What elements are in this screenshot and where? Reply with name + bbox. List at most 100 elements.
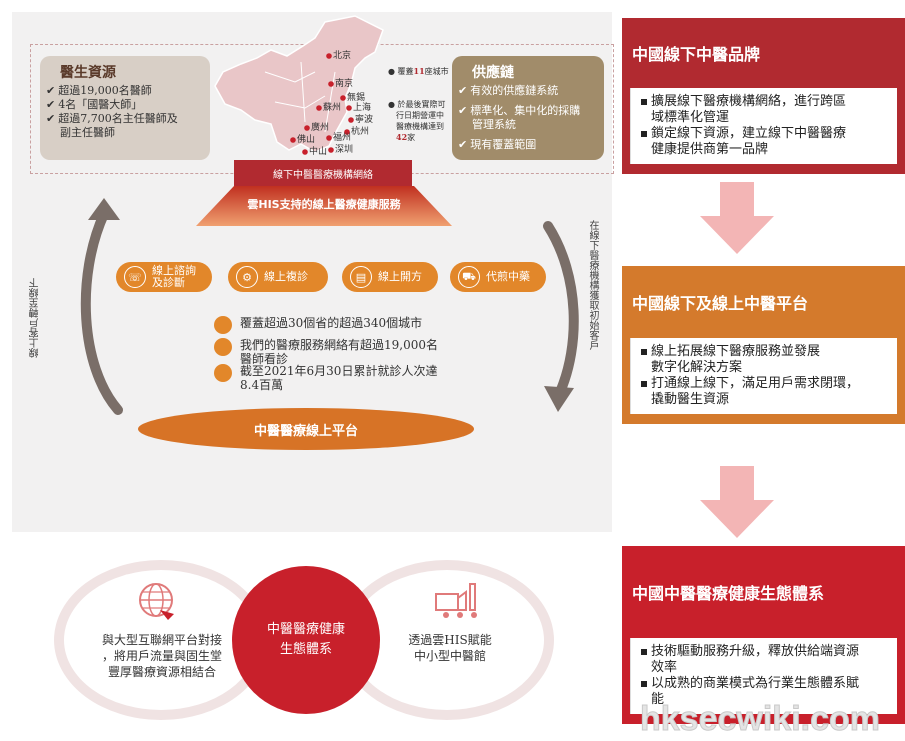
bullet-square-icon xyxy=(641,381,647,387)
legend-institutions: ● 於最後實際可 行日期營運中 醫療機構達到 42家 xyxy=(388,100,446,142)
stage-bullets: 線上拓展線下醫療服務並發展數字化解決方案打通線上線下，滿足用戶需求閉環，撬動醫生… xyxy=(630,338,897,414)
delivery-icon: ⛟ xyxy=(458,266,480,288)
map-legend: ● 覆蓋11座城市 ● 於最後實際可 行日期營運中 醫療機構達到 42家 xyxy=(388,66,452,143)
right-arrow-label: 在線下醫療機構獲取初始客戶 xyxy=(587,220,598,350)
city-label: 北京 xyxy=(333,51,352,61)
stage-bullet: 鎖定線下資源，建立線下中醫醫療健康提供商第一品牌 xyxy=(641,126,891,158)
city-label: 寧波 xyxy=(355,115,374,125)
city-dot xyxy=(316,105,322,111)
city-label: 杭州 xyxy=(351,127,370,137)
stage-bullet: 線上拓展線下醫療服務並發展數字化解決方案 xyxy=(641,344,891,376)
consult-icon: ☏ xyxy=(124,266,146,288)
city-dot xyxy=(304,125,310,131)
ecosystem-left-text: 與大型互聯網平台對接，將用戶流量與固生堂豐厚醫療資源相結合 xyxy=(101,633,222,679)
city-dot xyxy=(290,137,296,143)
city-label: 深圳 xyxy=(335,145,354,155)
city-label: 上海 xyxy=(353,103,372,113)
bullet-square-icon xyxy=(641,349,647,355)
city-label: 無錫 xyxy=(347,93,366,103)
cycle-arrows xyxy=(80,198,579,415)
check-icon: ✔ xyxy=(46,98,56,111)
service-label: 線上開方 xyxy=(378,270,422,283)
doctor-resources-list: ✔超過19,000名醫師✔4名「國醫大師」✔超過7,700名主任醫師及副主任醫師 xyxy=(46,84,206,140)
check-icon: ✔ xyxy=(46,112,56,125)
stage-title: 中國線下中醫品牌 xyxy=(632,45,761,64)
city-label: 中山 xyxy=(309,147,328,157)
check-icon: ✔ xyxy=(458,104,468,117)
doctor-icon xyxy=(214,338,232,356)
service-label: 線上複診 xyxy=(264,270,308,283)
bullet-square-icon xyxy=(641,131,647,137)
ecosystem-center-line2: 生態體系 xyxy=(279,642,332,657)
online-platform-ellipse: 中醫醫療線上平台 xyxy=(138,408,474,450)
check-icon: ✔ xyxy=(458,84,468,97)
stage-bullet: 以成熟的商業模式為行業生態體系賦能 xyxy=(641,676,891,708)
stage-title: 中國中醫醫療健康生態體系 xyxy=(632,584,825,603)
service-row: ☏ 線上諮詢及診斷 ⚙ 線上複診 ▤ 線上開方 ⛟ 代煎中藥 xyxy=(116,262,556,294)
watermark: hksecwiki.com xyxy=(639,700,881,739)
supply-chain-item: ✔有效的供應鏈系統 xyxy=(458,84,559,97)
service-label: 代煎中藥 xyxy=(486,270,530,283)
stage-card-1: 中國線下中醫品牌擴展線下醫療機構網絡，進行跨區域標準化管運鎖定線下資源，建立線下… xyxy=(622,18,905,174)
supply-chain-item: ✔現有覆蓋範圍 xyxy=(458,138,537,151)
check-icon: ✔ xyxy=(458,138,468,151)
supply-chain-box: 供應鏈 ✔有效的供應鏈系統 ✔標準化、集中化的採購管理系統 ✔現有覆蓋範圍 xyxy=(452,56,604,160)
stage-bullets: 技術驅動服務升級，釋放供給端資源效率以成熟的商業模式為行業生態體系賦能 xyxy=(630,638,897,714)
service-label: 線上諮詢及診斷 xyxy=(152,264,196,289)
china-map xyxy=(214,15,384,155)
city-dot xyxy=(302,149,308,155)
down-arrow-1 xyxy=(700,182,774,254)
patient-icon xyxy=(214,364,232,382)
check-icon: ✔ xyxy=(46,84,56,97)
city-dot xyxy=(346,105,352,111)
stage-bullet: 擴展線下醫療機構網絡，進行跨區域標準化管運 xyxy=(641,94,891,126)
doctor-resource-item: ✔超過7,700名主任醫師及 xyxy=(46,112,178,125)
stage-bullet: 技術驅動服務升級，釋放供給端資源效率 xyxy=(641,644,891,676)
service-3: ▤ 線上開方 xyxy=(342,262,438,292)
ecosystem-center-line1: 中醫醫療健康 xyxy=(266,622,345,637)
city-label: 佛山 xyxy=(297,135,316,145)
doctor-resources-title: 醫生資源 xyxy=(60,65,116,81)
city-label: 南京 xyxy=(335,79,354,89)
left-arrow-label: 線上客戶轉至線下 xyxy=(30,278,41,358)
offline-network-banner: 線下中醫醫療機構網絡 xyxy=(234,160,412,186)
stage-title: 中國線下及線上中醫平台 xyxy=(632,294,809,313)
ecosystem-right-text: 透過雲HIS賦能中小型中醫館 xyxy=(408,633,492,663)
doctor-resource-item: ✔超過19,000名醫師 xyxy=(46,84,152,97)
internet-globe-icon xyxy=(139,583,174,620)
globe-icon xyxy=(214,316,232,334)
down-arrow-2 xyxy=(700,466,774,538)
city-dot xyxy=(344,129,350,135)
city-label: 福州 xyxy=(333,133,352,143)
bullet-square-icon xyxy=(641,99,647,105)
city-dot xyxy=(326,53,332,59)
bullet-square-icon xyxy=(641,649,647,655)
city-dot xyxy=(340,95,346,101)
bullet-square-icon xyxy=(641,681,647,687)
service-1: ☏ 線上諮詢及診斷 xyxy=(116,262,212,292)
doctor-resource-item: 副主任醫師 xyxy=(60,126,115,139)
city-dot xyxy=(348,117,354,123)
service-2: ⚙ 線上複診 xyxy=(228,262,328,292)
city-dot xyxy=(328,81,334,87)
city-label: 廣州 xyxy=(311,123,330,133)
doctor-resource-item: ✔4名「國醫大師」 xyxy=(46,98,143,111)
doctor-resources-box: 醫生資源 ✔超過19,000名醫師✔4名「國醫大師」✔超過7,700名主任醫師及… xyxy=(40,56,210,160)
clinic-factory-icon xyxy=(435,583,477,618)
supply-chain-title: 供應鏈 xyxy=(472,65,514,81)
city-dot xyxy=(326,135,332,141)
stage-card-3: 中國中醫醫療健康生態體系技術驅動服務升級，釋放供給端資源效率以成熟的商業模式為行… xyxy=(622,546,905,724)
supply-chain-item: ✔標準化、集中化的採購 xyxy=(458,104,581,117)
stage-card-2: 中國線下及線上中醫平台線上拓展線下醫療服務並發展數字化解決方案打通線上線下，滿足… xyxy=(622,266,905,424)
ecosystem-center-circle: 中醫醫療健康 生態體系 xyxy=(232,566,380,714)
map-city-labels: 北京南京無錫蘇州上海寧波廣州杭州福州佛山中山深圳 xyxy=(205,12,395,162)
his-trapezoid xyxy=(196,186,452,226)
supply-chain-item: 管理系統 xyxy=(472,118,516,131)
stage-bullet: 打通線上線下，滿足用戶需求閉環，撬動醫生資源 xyxy=(641,376,891,408)
city-dot xyxy=(328,147,334,153)
stage-bullets: 擴展線下醫療機構網絡，進行跨區域標準化管運鎖定線下資源，建立線下中醫醫療健康提供… xyxy=(630,88,897,164)
service-4: ⛟ 代煎中藥 xyxy=(450,262,546,292)
prescription-icon: ▤ xyxy=(350,266,372,288)
his-banner-label: 雲HIS支持的線上醫療健康服務 xyxy=(247,198,401,211)
follow-up-icon: ⚙ xyxy=(236,266,258,288)
